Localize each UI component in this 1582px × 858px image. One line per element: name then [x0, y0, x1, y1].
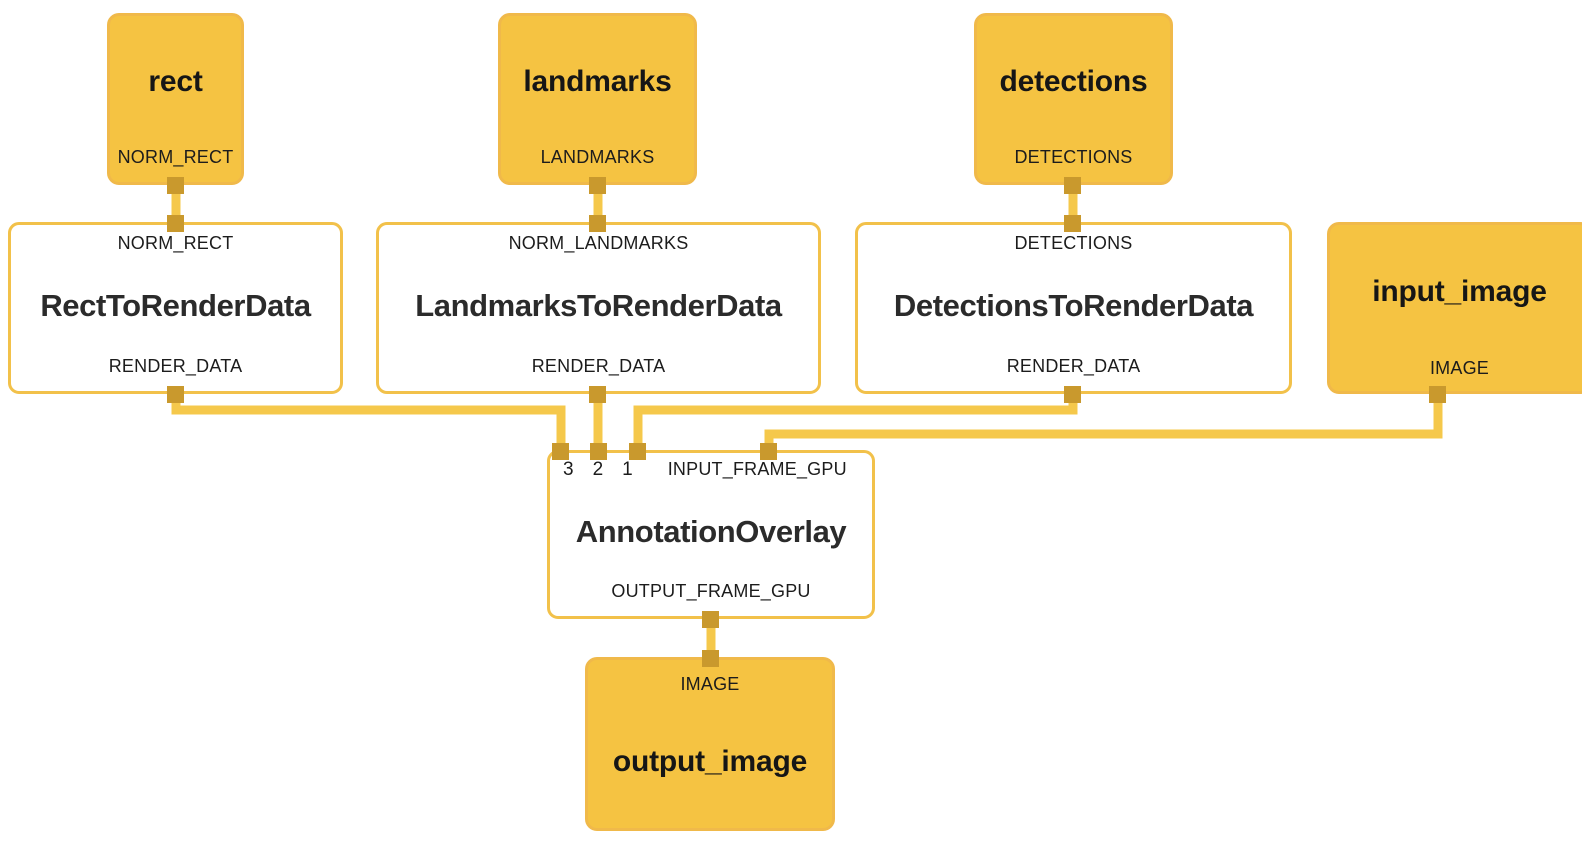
node-detectionstorenderdata-output-port-label: RENDER_DATA	[1006, 356, 1141, 376]
port-detectionstorenderdata-detections-in[interactable]	[1064, 215, 1081, 232]
node-detections-output-port-label: DETECTIONS	[1014, 147, 1133, 167]
node-annotationoverlay-input-index-3: 3	[563, 459, 574, 480]
edge-inputimage-to-overlay-inputframegpu	[764, 391, 1443, 450]
node-annotationoverlay-input-index-1: 1	[622, 459, 633, 480]
node-output-image-input-port-label: IMAGE	[680, 674, 740, 694]
node-output-image-title: output_image	[612, 744, 808, 778]
node-landmarkstorenderdata-title: LandmarksToRenderData	[415, 287, 782, 323]
port-landmarkstorenderdata-norm-landmarks-in[interactable]	[589, 215, 606, 232]
node-input-image-output-port-label: IMAGE	[1429, 358, 1489, 378]
port-annotationoverlay-in-3[interactable]	[552, 443, 569, 460]
edge-recttorenderdata-to-overlay-3	[171, 391, 566, 450]
edge-detectionstorenderdata-to-overlay-1	[633, 391, 1078, 450]
node-rect[interactable]: rect NORM_RECT	[107, 13, 244, 185]
node-landmarkstorenderdata-output-port-label: RENDER_DATA	[531, 356, 666, 376]
port-output-image-image-in[interactable]	[702, 650, 719, 667]
port-annotationoverlay-output-frame-gpu-out[interactable]	[702, 611, 719, 628]
port-recttorenderdata-norm-rect-in[interactable]	[167, 215, 184, 232]
node-annotationoverlay-output-port-label: OUTPUT_FRAME_GPU	[611, 581, 811, 601]
port-annotationoverlay-in-2[interactable]	[590, 443, 607, 460]
node-detectionstorenderdata[interactable]: DETECTIONS DetectionsToRenderData RENDER…	[855, 222, 1292, 394]
node-recttorenderdata-input-port-label: NORM_RECT	[117, 233, 234, 253]
node-annotationoverlay[interactable]: 3 2 1 INPUT_FRAME_GPU AnnotationOverlay …	[547, 450, 875, 619]
node-recttorenderdata-title: RectToRenderData	[40, 287, 311, 323]
node-input-image[interactable]: input_image IMAGE	[1327, 222, 1582, 394]
node-detectionstorenderdata-input-port-label: DETECTIONS	[1014, 233, 1133, 253]
node-recttorenderdata[interactable]: NORM_RECT RectToRenderData RENDER_DATA	[8, 222, 343, 394]
node-annotationoverlay-input-frame-gpu-label: INPUT_FRAME_GPU	[667, 459, 847, 479]
node-annotationoverlay-title: AnnotationOverlay	[575, 513, 847, 549]
port-detectionstorenderdata-render-data-out[interactable]	[1064, 386, 1081, 403]
node-input-image-title: input_image	[1372, 274, 1547, 308]
port-detections-detections-out[interactable]	[1064, 177, 1081, 194]
port-recttorenderdata-render-data-out[interactable]	[167, 386, 184, 403]
port-input-image-image-out[interactable]	[1429, 386, 1446, 403]
node-detectionstorenderdata-title: DetectionsToRenderData	[893, 287, 1254, 323]
port-annotationoverlay-input-frame-gpu-in[interactable]	[760, 443, 777, 460]
port-rect-norm-rect-out[interactable]	[167, 177, 184, 194]
node-landmarks[interactable]: landmarks LANDMARKS	[498, 13, 697, 185]
node-rect-title: rect	[148, 64, 203, 98]
port-annotationoverlay-in-1[interactable]	[629, 443, 646, 460]
port-landmarkstorenderdata-render-data-out[interactable]	[589, 386, 606, 403]
node-rect-output-port-label: NORM_RECT	[117, 147, 234, 167]
node-recttorenderdata-output-port-label: RENDER_DATA	[108, 356, 243, 376]
node-landmarkstorenderdata-input-port-label: NORM_LANDMARKS	[508, 233, 689, 253]
node-detections[interactable]: detections DETECTIONS	[974, 13, 1173, 185]
node-output-image[interactable]: IMAGE output_image	[585, 657, 835, 831]
port-landmarks-landmarks-out[interactable]	[589, 177, 606, 194]
node-detections-title: detections	[999, 64, 1148, 98]
node-landmarks-output-port-label: LANDMARKS	[540, 147, 655, 167]
node-annotationoverlay-input-index-2: 2	[592, 459, 604, 480]
node-landmarks-title: landmarks	[523, 64, 672, 98]
node-landmarkstorenderdata[interactable]: NORM_LANDMARKS LandmarksToRenderData REN…	[376, 222, 821, 394]
